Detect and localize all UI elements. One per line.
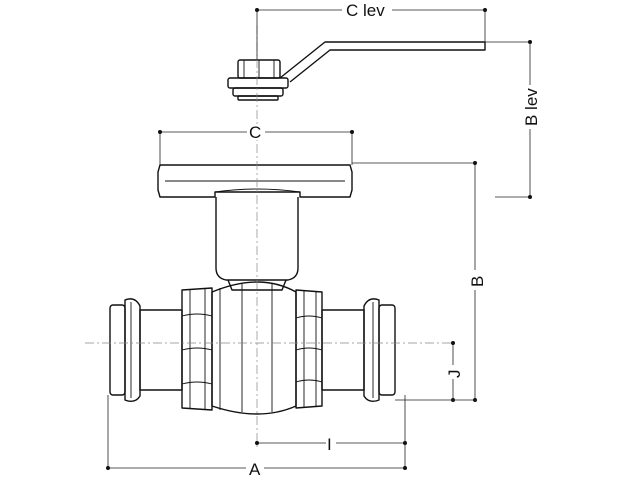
label-a: A (249, 460, 261, 479)
label-j: J (445, 370, 464, 379)
center-lines (85, 25, 455, 450)
label-b: B (468, 276, 487, 287)
label-i: I (327, 435, 332, 454)
valve-body (109, 281, 396, 415)
dimension-lines (106, 8, 532, 470)
lever-handle-top-view (227, 41, 486, 101)
label-b-lev: B lev (522, 88, 541, 126)
t-handle (157, 164, 353, 198)
label-c: C (249, 123, 261, 142)
label-c-lev: C lev (346, 1, 385, 20)
